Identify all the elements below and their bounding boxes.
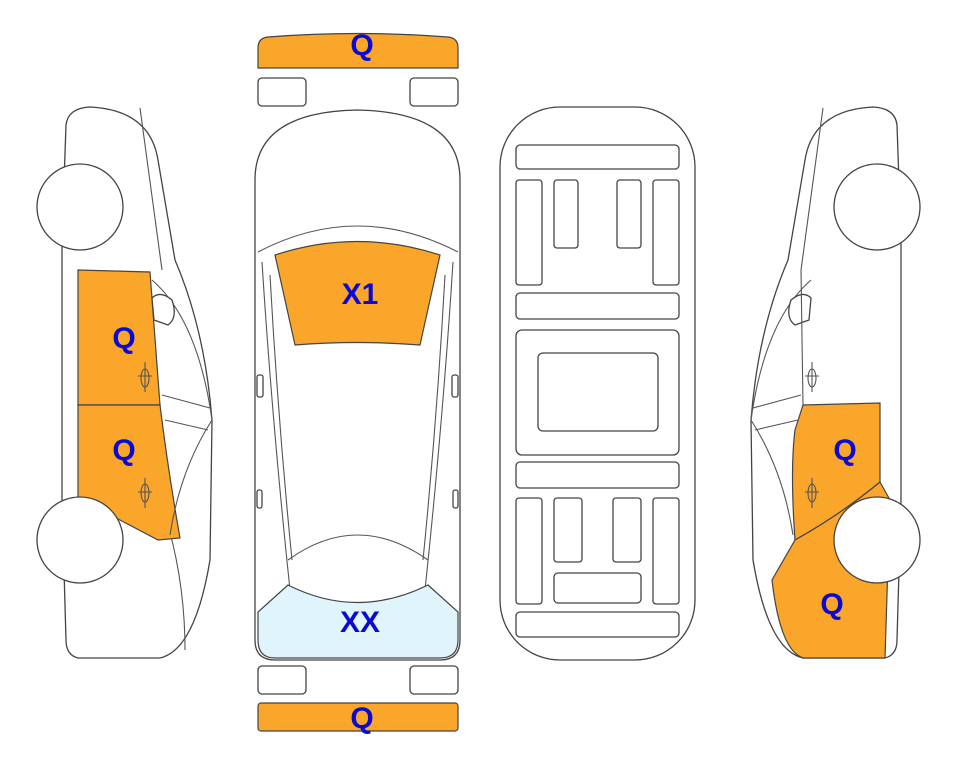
underside-front-bar	[515, 144, 680, 170]
right-mirror	[788, 293, 812, 326]
front-bumper-panel[interactable]	[257, 32, 459, 69]
underside-rear-right-rail	[652, 497, 680, 605]
top-view: Q X1 XX Q	[254, 29, 461, 735]
cabin-left-line	[261, 261, 291, 591]
left-front-wheel	[36, 163, 124, 251]
underside-rear-bar	[515, 611, 680, 638]
right-rear-wheel	[833, 496, 921, 584]
rear-right-light	[409, 665, 459, 695]
left-body-line	[139, 107, 163, 271]
left-mirror	[151, 293, 175, 326]
underside-rear-box	[553, 572, 642, 604]
cabin-left-line-inner	[269, 274, 293, 561]
left-mirror	[256, 374, 264, 398]
right-front-wheel	[833, 163, 921, 251]
windshield-panel[interactable]	[274, 240, 441, 346]
right-window-inner	[752, 394, 802, 431]
front-right-light	[409, 77, 459, 107]
right-window-line	[750, 279, 812, 536]
right-rear-handle-grip	[807, 483, 817, 503]
right-side-view: Q Q	[750, 106, 921, 659]
underside-front-left-rail	[515, 179, 543, 286]
right-front-handle-grip	[807, 368, 817, 388]
underside-crossbar-2	[515, 461, 680, 489]
underside-rear-left-rail	[515, 497, 543, 605]
rear-bumper-code: Q	[350, 702, 373, 735]
left-rear-wheel	[36, 496, 124, 584]
underside-front-right-slot	[616, 179, 642, 249]
right-mirror	[451, 374, 459, 398]
rear-window-panel[interactable]	[257, 584, 459, 659]
underside-floor-center	[537, 352, 659, 432]
right-rear-door-code: Q	[833, 434, 856, 467]
cabin-right-line	[424, 261, 454, 591]
windshield-code: X1	[342, 278, 379, 311]
left-handle	[256, 489, 263, 509]
underside-rear-left-slot	[553, 497, 583, 563]
hood-line	[257, 225, 459, 253]
rear-bumper-panel[interactable]	[257, 702, 459, 732]
right-rear-handle	[805, 478, 819, 508]
left-rear-door-code: Q	[112, 434, 135, 467]
left-side-view: Q Q	[36, 106, 213, 659]
roof-rear-line	[287, 534, 429, 561]
underside-view	[499, 106, 696, 661]
underside-front-left-slot	[553, 179, 579, 249]
cabin-right-line-inner	[422, 274, 446, 561]
top-body-outline	[254, 109, 461, 661]
underside-front-right-rail	[652, 179, 680, 286]
right-handle	[452, 489, 459, 509]
left-window-inner	[161, 394, 211, 431]
right-rear-quarter-code: Q	[820, 588, 843, 621]
front-left-light	[257, 77, 307, 107]
rear-left-light	[257, 665, 307, 695]
right-body-line	[800, 107, 824, 271]
left-window-line	[151, 279, 213, 536]
underside-rear-right-slot	[612, 497, 642, 563]
front-bumper-code: Q	[350, 29, 373, 62]
left-front-door-code: Q	[112, 322, 135, 355]
left-rear-handle	[138, 478, 152, 508]
left-front-handle-grip	[140, 368, 150, 388]
rear-window-code: XX	[340, 606, 380, 639]
left-rear-handle-grip	[140, 483, 150, 503]
underside-crossbar-1	[515, 292, 680, 320]
right-door-divider	[800, 269, 804, 406]
